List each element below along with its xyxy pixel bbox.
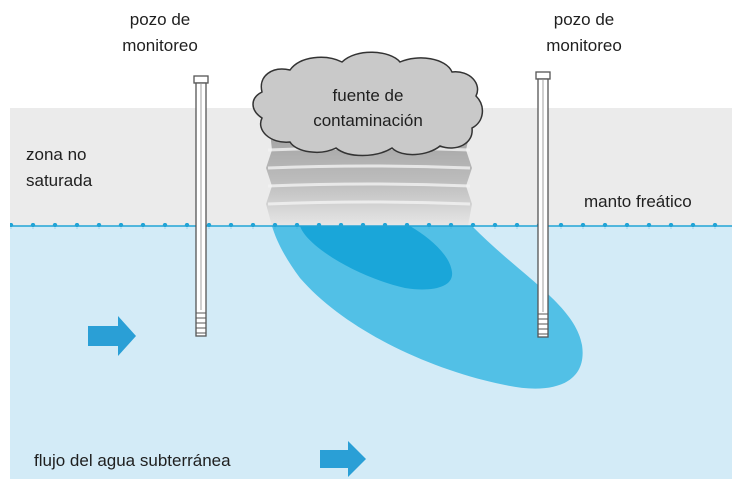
well-left-label-line1: pozo de — [130, 10, 191, 29]
right-well-screen — [538, 313, 548, 335]
right-monitoring-well — [535, 71, 551, 338]
unsaturated-label-line1: zona no — [26, 145, 87, 164]
flow-label: flujo del agua subterránea — [34, 451, 231, 470]
unsaturated-label-line2: saturada — [26, 171, 93, 190]
source-label-line2: contaminación — [313, 111, 423, 130]
well-right-label-line2: monitoreo — [546, 36, 622, 55]
well-left-label-line2: monitoreo — [122, 36, 198, 55]
water-table-dots — [10, 223, 732, 229]
left-monitoring-well — [193, 75, 209, 337]
water-table-label: manto freático — [584, 192, 692, 211]
arrow-right-icon — [320, 441, 366, 477]
left-well-screen — [196, 312, 206, 334]
arrow-right-icon — [88, 316, 136, 356]
source-label-line1: fuente de — [333, 86, 404, 105]
contaminant-plume-inner — [300, 226, 453, 290]
well-right-label-line1: pozo de — [554, 10, 615, 29]
contamination-source — [252, 51, 484, 157]
